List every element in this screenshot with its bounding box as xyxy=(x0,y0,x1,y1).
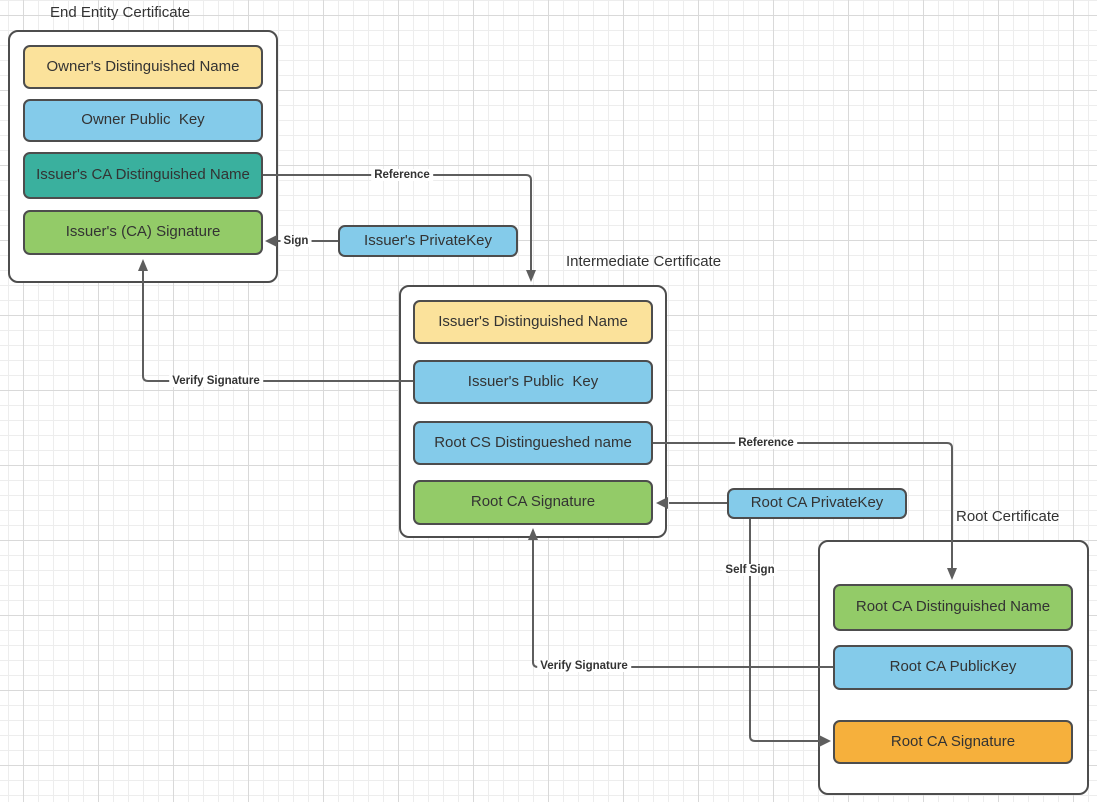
sign-label: Sign xyxy=(280,235,312,247)
self-sign-connector xyxy=(749,519,831,747)
field-root-ca-signature-root: Root CA Signature xyxy=(833,720,1073,764)
verify-signature-bottom-label: Verify Signature xyxy=(537,660,631,672)
field-owners-distinguished-name: Owner's Distinguished Name xyxy=(23,45,263,89)
verify-signature-bottom-connector xyxy=(528,528,833,668)
reference-top-connector xyxy=(263,174,536,282)
self-sign-label: Self Sign xyxy=(722,564,778,576)
root-key-sign-connector xyxy=(656,497,727,509)
root-certificate-title: Root Certificate xyxy=(956,508,1060,525)
reference-top-label: Reference xyxy=(371,169,433,181)
reference-right-label: Reference xyxy=(735,437,797,449)
reference-right-connector xyxy=(653,442,957,580)
field-issuers-distinguished-name: Issuer's Distinguished Name xyxy=(413,300,653,344)
field-root-ca-signature-intermediate: Root CA Signature xyxy=(413,480,653,525)
field-owner-public-key: Owner Public Key xyxy=(23,99,263,142)
issuers-private-key-box: Issuer's PrivateKey xyxy=(338,225,518,257)
field-issuers-ca-signature: Issuer's (CA) Signature xyxy=(23,210,263,255)
end-entity-certificate-title: End Entity Certificate xyxy=(50,4,191,21)
verify-signature-left-label: Verify Signature xyxy=(169,375,263,387)
field-root-ca-publickey: Root CA PublicKey xyxy=(833,645,1073,690)
field-issuers-public-key: Issuer's Public Key xyxy=(413,360,653,404)
root-ca-private-key-box: Root CA PrivateKey xyxy=(727,488,907,519)
field-root-ca-distinguished-name: Root CA Distinguished Name xyxy=(833,584,1073,631)
verify-signature-left-connector xyxy=(138,259,413,382)
field-root-cs-distingueshed-name: Root CS Distingueshed name xyxy=(413,421,653,465)
intermediate-certificate-title: Intermediate Certificate xyxy=(566,253,722,270)
field-issuers-ca-distinguished-name: Issuer's CA Distinguished Name xyxy=(23,152,263,199)
